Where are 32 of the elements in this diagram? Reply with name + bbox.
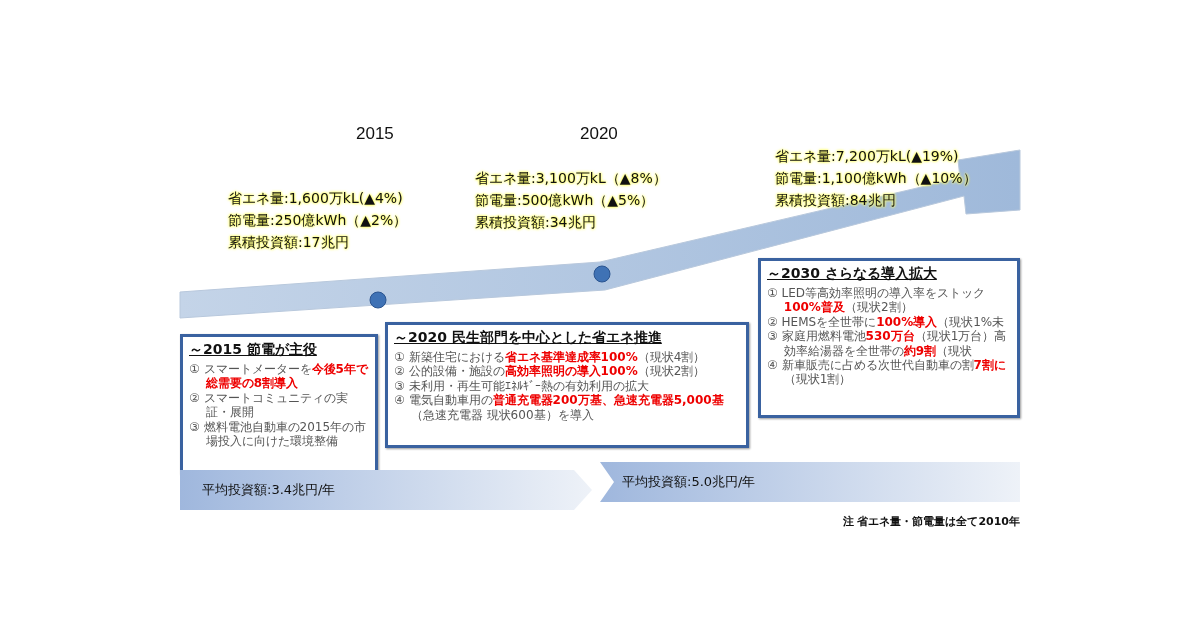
stat-text: 累積投資額:17兆円 bbox=[228, 234, 349, 252]
note-text: 注 省エネ量・節電量は全て2010年 bbox=[842, 514, 1020, 529]
stat-text: 累積投資額:84兆円 bbox=[775, 192, 896, 210]
list-item: ③ 未利用・再生可能ｴﾈﾙｷﾞｰ熱の有効利用の拡大 bbox=[394, 378, 650, 393]
stat-text: 節電量:250億kWh（▲2%） bbox=[228, 212, 408, 230]
band-label: 平均投資額:3.4兆円/年 bbox=[201, 481, 336, 499]
year-label: 2015 bbox=[356, 124, 394, 144]
text-panel bbox=[758, 258, 1020, 418]
arrow-band bbox=[600, 462, 1020, 502]
list-item: ② HEMSを全世帯に100%導入（現状1%未 bbox=[767, 314, 1006, 330]
band-label: 平均投資額:5.0兆円/年 bbox=[621, 473, 756, 491]
text-panel bbox=[385, 322, 749, 448]
panel-heading: ～2015 節電が主役 bbox=[189, 341, 318, 359]
arrow-band bbox=[180, 470, 592, 510]
list-item: ③ 家庭用燃料電池530万台（現状1万台）高効率給湯器を全世帯の約9割（現状 bbox=[767, 329, 1008, 358]
stat-text: 省エネ量:3,100万kL（▲8%） bbox=[475, 170, 667, 188]
panel-heading: ～2030 さらなる導入拡大 bbox=[767, 265, 938, 283]
stat-text: 節電量:1,100億kWh（▲10%） bbox=[775, 170, 977, 188]
stat-text: 省エネ量:1,600万kL(▲4%) bbox=[228, 190, 403, 208]
list-item: ② 公的設備・施設の高効率照明の導入100%（現状2割） bbox=[394, 364, 707, 379]
stat-text: 節電量:500億kWh（▲5%） bbox=[475, 192, 655, 210]
list-item: ① 新築住宅における省エネ基準達成率100%（現状4割） bbox=[394, 350, 707, 364]
list-item: ① LED等高効率照明の導入率をストック100%普及（現状2割） bbox=[767, 286, 987, 315]
list-item: ① スマートメーターを今後5年で総需要の8割導入 bbox=[189, 362, 369, 391]
stat-text: 省エネ量:7,200万kL(▲19%) bbox=[775, 148, 959, 166]
panel-heading: ～2020 民生部門を中心とした省エネ推進 bbox=[394, 329, 663, 347]
stat-text: 累積投資額:34兆円 bbox=[475, 214, 596, 232]
list-item: ② スマートコミュニティの実証・展開 bbox=[189, 390, 349, 420]
year-label: 2020 bbox=[580, 124, 618, 144]
list-item: ④ 電気自動車用の普通充電器200万基、急速充電器5,000基（急速充電器 現状600基）を導入 bbox=[394, 393, 725, 422]
list-item: ④ 新車販売に占める次世代自動車の割7割に（現状1割） bbox=[767, 357, 1007, 387]
list-item: ③ 燃料電池自動車の2015年の市場投入に向けた環境整備 bbox=[189, 419, 368, 449]
